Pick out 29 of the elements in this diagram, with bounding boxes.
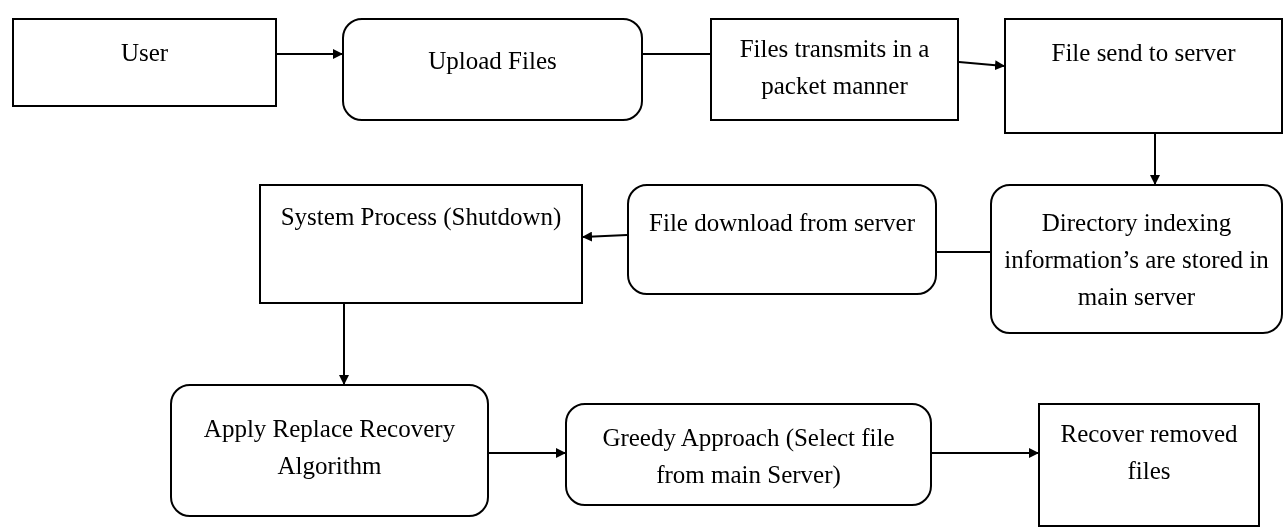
process-box [342,18,643,121]
arrow [488,448,566,458]
step-text: System Process (Shutdown) [280,202,562,233]
connector-line [936,251,991,253]
arrow [276,49,343,59]
step-box [1004,18,1283,134]
process-box [170,384,489,517]
step-text: Apply Replace Recovery Algorithm [202,414,457,481]
arrow [582,231,628,242]
step-text: User [120,38,169,68]
step-text: File send to server [1051,38,1236,68]
step-box [1038,403,1260,527]
step-text: Greedy Approach (Select file from main Server) [601,423,896,491]
process-box [565,403,932,506]
step-box [12,18,277,107]
step-text: Recover removed files [1059,419,1239,486]
step-text: Upload Files [428,46,557,76]
process-box [627,184,937,295]
arrow [1150,133,1160,185]
step-text: Directory indexing information’s are stored in main server [1003,208,1270,312]
step-text: File download from server [649,208,915,238]
connector-line [642,53,711,55]
arrow [958,60,1005,71]
arrow [931,448,1039,458]
arrow [339,303,349,385]
process-box [990,184,1283,334]
step-box [710,18,959,121]
step-text: Files transmits in a packet manner [738,34,931,101]
step-box [259,184,583,304]
